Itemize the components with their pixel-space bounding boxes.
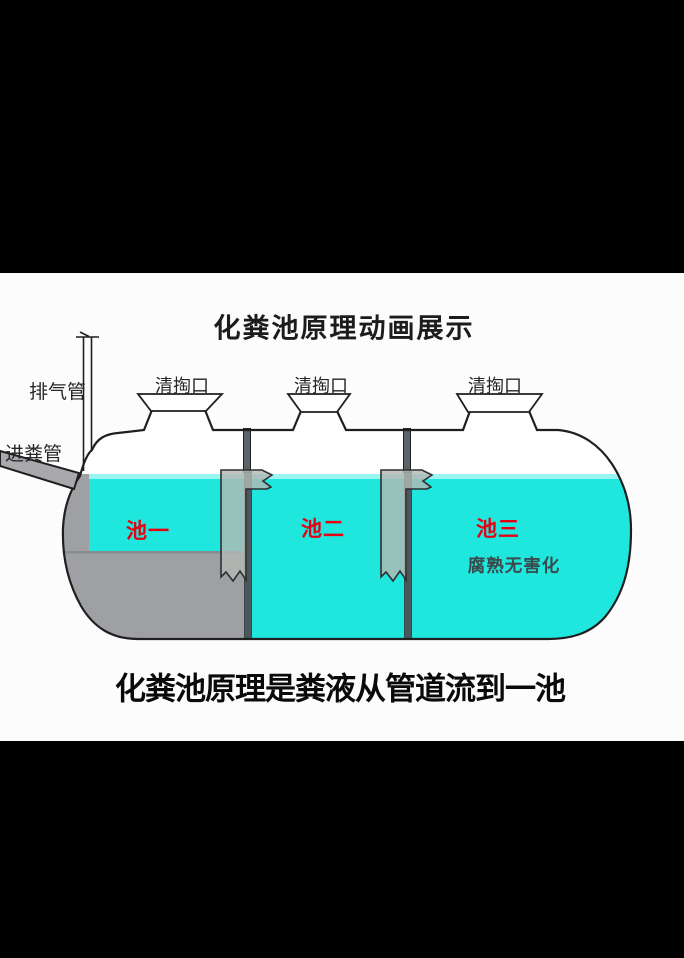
cleanout-label-3: 清掏口 <box>468 376 522 396</box>
vent-pipe-label: 排气管 <box>29 382 87 403</box>
chamber-2-label: 池二 <box>301 518 345 541</box>
cleanout-label-1: 清掏口 <box>155 376 209 396</box>
chamber-3-label: 池三 <box>476 518 520 541</box>
tank-outline <box>61 408 633 641</box>
vent-pipe <box>76 331 99 471</box>
chamber-1-label: 池一 <box>126 520 170 543</box>
chamber-3-note: 腐熟无害化 <box>467 555 561 576</box>
bottom-caption: 化粪池原理是粪液从管道流到一池 <box>115 671 566 707</box>
cleanout-rod-2 <box>403 428 411 473</box>
baffle-2 <box>380 469 434 583</box>
water-surface-highlight <box>62 474 631 479</box>
inlet-pipe <box>0 449 81 491</box>
cleanout-rod-1 <box>243 428 251 473</box>
diagram-title: 化粪池原理动画展示 <box>213 313 475 344</box>
cleanout-cap-1 <box>136 393 225 412</box>
cleanout-cap-2 <box>286 393 352 413</box>
cleanout-cap-3 <box>455 393 544 413</box>
baffle-1 <box>220 469 274 583</box>
sludge-top-edge <box>62 551 246 554</box>
cleanout-label-2: 清掏口 <box>294 376 348 396</box>
inlet-pipe-label: 进粪管 <box>5 444 63 465</box>
